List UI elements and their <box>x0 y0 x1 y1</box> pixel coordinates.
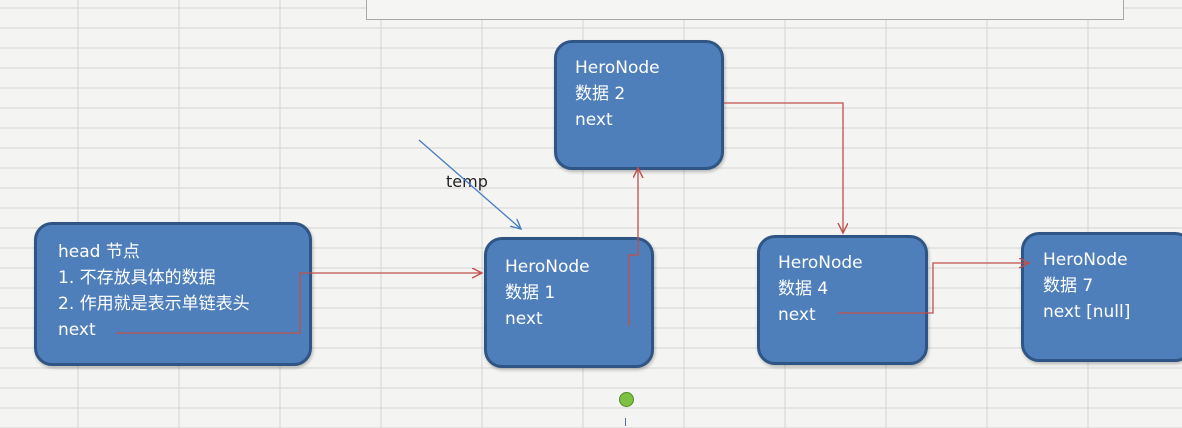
head-node-line2: 2. 作用就是表示单链表头 <box>58 294 250 314</box>
hero-node-2: HeroNode 数据 2 next <box>554 40 724 170</box>
handle-stem <box>625 418 626 426</box>
top-frame <box>366 0 1124 20</box>
hero-node-4-next: next <box>778 305 816 325</box>
hero-node-4-title: HeroNode <box>778 253 863 273</box>
hero-node-1-title: HeroNode <box>505 257 590 277</box>
head-node: head 节点 1. 不存放具体的数据 2. 作用就是表示单链表头 next <box>34 222 312 366</box>
green-handle-icon[interactable] <box>619 392 634 407</box>
arrow-node2-to-node4 <box>724 102 843 233</box>
hero-node-2-title: HeroNode <box>575 58 660 78</box>
hero-node-2-next: next <box>575 110 613 130</box>
hero-node-7-next: next [null] <box>1043 302 1131 322</box>
hero-node-7: HeroNode 数据 7 next [null] <box>1021 232 1182 362</box>
hero-node-7-data: 数据 7 <box>1043 276 1094 296</box>
hero-node-4-data: 数据 4 <box>778 279 829 299</box>
hero-node-4: HeroNode 数据 4 next <box>757 235 928 365</box>
hero-node-7-title: HeroNode <box>1043 250 1128 270</box>
arrow-temp-pointer <box>418 139 521 229</box>
arrow-node1-to-node2 <box>628 168 638 326</box>
arrow-head-to-node1 <box>116 273 482 334</box>
arrow-node4-to-node7 <box>838 263 1029 314</box>
hero-node-1-next: next <box>505 309 543 329</box>
hero-node-1-data: 数据 1 <box>505 283 556 303</box>
hero-node-1: HeroNode 数据 1 next <box>484 237 654 368</box>
head-node-title: head 节点 <box>58 242 140 262</box>
hero-node-2-data: 数据 2 <box>575 84 626 104</box>
head-node-next: next <box>58 320 96 340</box>
head-node-line1: 1. 不存放具体的数据 <box>58 268 216 288</box>
